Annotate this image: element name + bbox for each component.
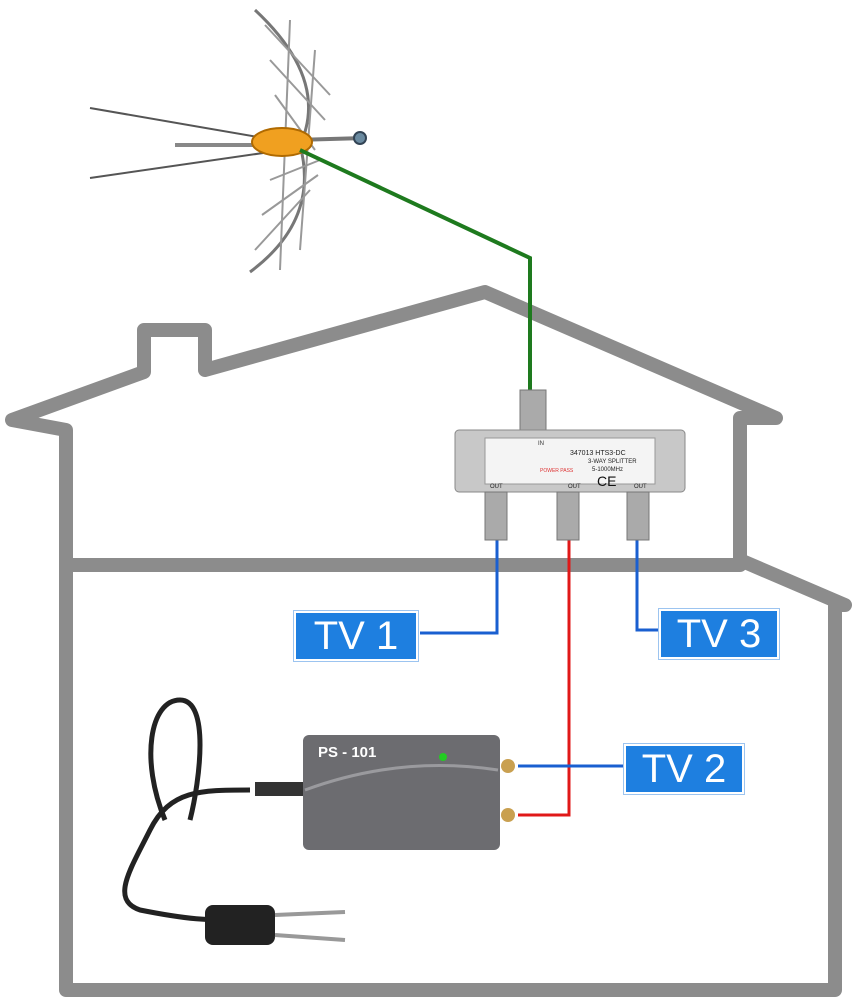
splitter-out-3: OUT	[634, 484, 647, 490]
splitter-out-1: OUT	[490, 484, 503, 490]
splitter-out-2: OUT	[568, 484, 581, 490]
tv2-label: TV 2	[624, 744, 744, 794]
splitter: IN 347013 HTS3-DC 3-WAY SPLITTER 5-1000M…	[454, 389, 686, 541]
power-supply: PS - 101	[122, 697, 515, 945]
antenna-icon	[89, 8, 367, 274]
splitter-range: 5-1000MHz	[592, 467, 623, 473]
splitter-model: 347013 HTS3-DC	[570, 450, 626, 457]
plug-icon	[205, 905, 275, 945]
tv3-label: TV 3	[659, 609, 779, 659]
house-outline	[5, 285, 852, 997]
power-cable	[518, 540, 571, 817]
splitter-power-pass: POWER PASS	[540, 468, 574, 474]
splitter-in-label: IN	[538, 441, 544, 447]
power-supply-model: PS - 101	[318, 744, 376, 761]
antenna-cable	[299, 148, 532, 398]
splitter-type: 3-WAY SPLITTER	[588, 459, 637, 465]
ce-mark: CE	[597, 473, 616, 489]
tv3-cable	[635, 540, 662, 632]
tv1-label: TV 1	[294, 611, 418, 661]
tv1-cable	[420, 540, 499, 635]
